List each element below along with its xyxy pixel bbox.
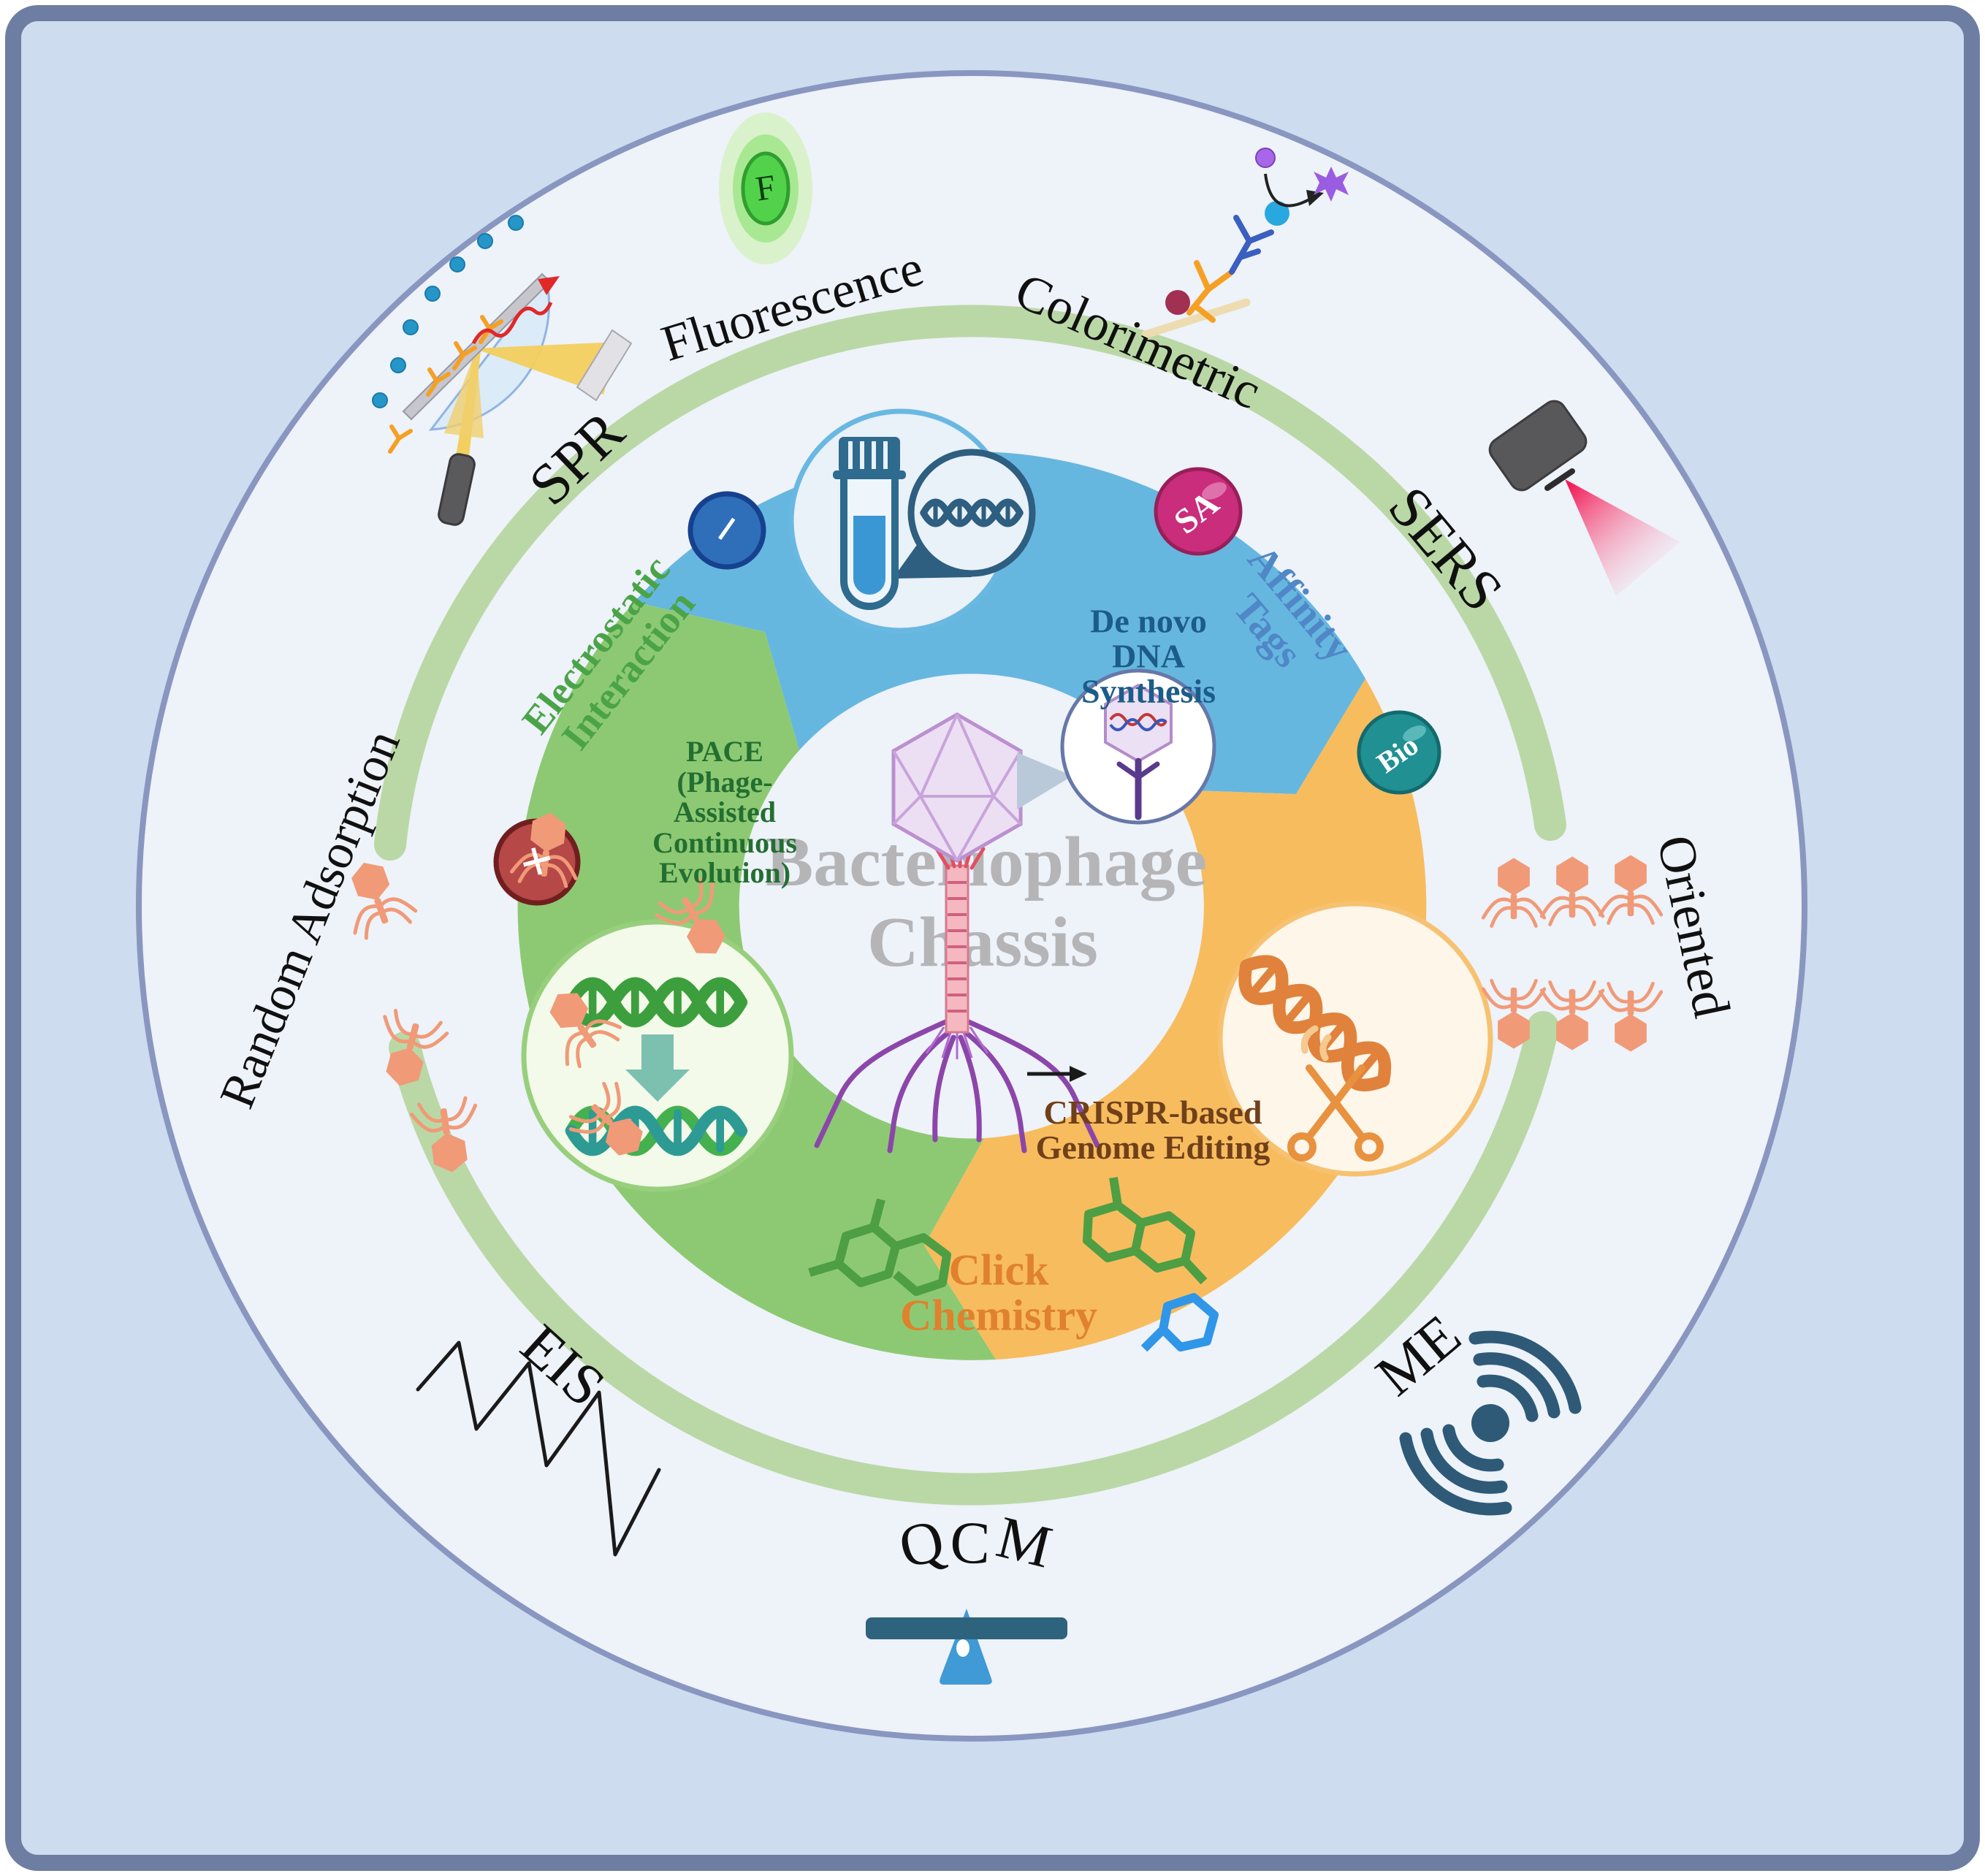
streptavidin-sphere (1154, 467, 1243, 556)
phage-tail (945, 864, 969, 1034)
plasmon-wave (471, 301, 553, 345)
eis-wave-icon (416, 1341, 661, 1557)
mini-phage-tail (1116, 758, 1160, 820)
detection-antibody-icon (1229, 215, 1274, 275)
label-qcm: QCM (892, 1503, 1066, 1583)
phage-tail-stripes (948, 881, 967, 1013)
analyte-dots (372, 215, 524, 408)
center-title-line2: Chassis (867, 903, 1098, 982)
sers-laser-icon (1488, 400, 1680, 596)
pace-evolution-icon (521, 919, 794, 1192)
phage-legs (814, 1018, 1100, 1154)
phage-tail-fibers (925, 1026, 989, 1059)
de-novo-synthesis-icon (788, 408, 1036, 633)
qcm-balance-icon (866, 1609, 1067, 1685)
bacteriophage-illustration (814, 668, 1216, 1154)
capture-antibody-icon (1186, 260, 1233, 323)
green-ring (374, 305, 1566, 1506)
down-arrow-icon (625, 1034, 690, 1102)
spr-icon (372, 215, 633, 526)
mini-phage-dna-strand-red (1109, 713, 1167, 727)
crispr-editing-icon (1217, 901, 1493, 1177)
flow-arrow (1027, 1066, 1087, 1082)
biotin-sphere (1357, 710, 1441, 795)
minus-charge-badge (687, 491, 766, 570)
colorimetric-assay-icon (1141, 148, 1349, 339)
phage-capsid-facets (892, 714, 1022, 861)
fluorophore-glow-icon (719, 113, 812, 264)
callout-connector (1017, 752, 1072, 809)
segment-crispr-genome-editing (924, 679, 1427, 1360)
me-magnetoelastic-icon (1399, 1330, 1582, 1516)
light-source (438, 453, 476, 526)
detector-plate (576, 329, 633, 402)
click-chemistry-molecules-icon (808, 1177, 1219, 1352)
surface-antibodies (388, 315, 503, 454)
color-change-starburst-icon (1314, 167, 1349, 202)
scissors-icon (1287, 1064, 1384, 1162)
mini-phage-dna-strand-blue (1109, 718, 1167, 731)
